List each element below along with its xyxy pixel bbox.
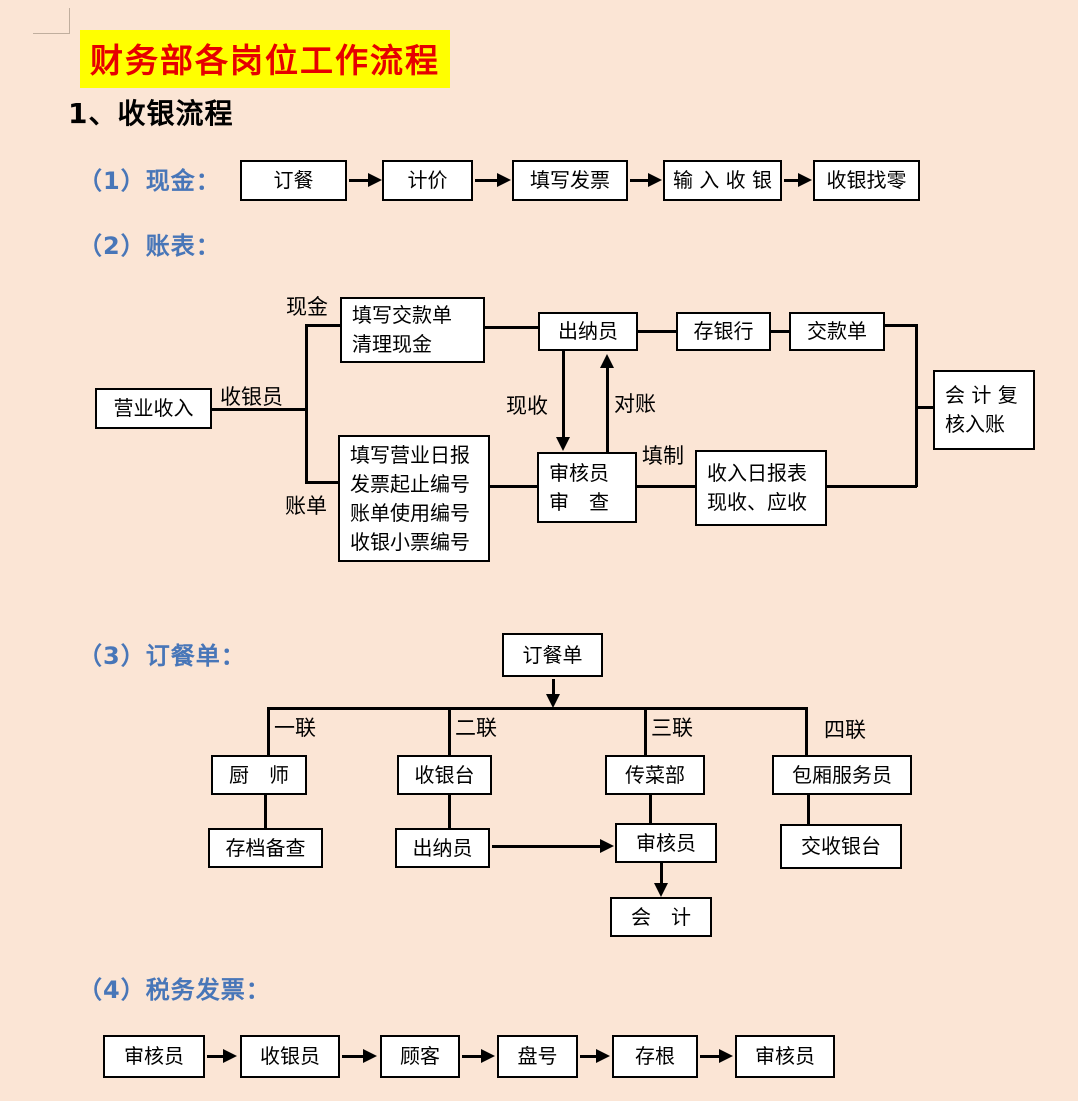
box-food-delivery-dept: 传菜部	[605, 755, 705, 795]
edge-label-bill: 账单	[285, 494, 327, 518]
branch-label-copy4: 四联	[824, 718, 866, 742]
connector	[448, 795, 451, 828]
edge-label-cash-received: 现收	[506, 394, 548, 418]
box-fill-invoice: 填写发票	[512, 160, 628, 201]
connector	[649, 795, 652, 823]
edge-label-cash: 现金	[286, 295, 328, 319]
arrow-up-icon	[600, 354, 614, 368]
box-auditor-tax-2: 审核员	[735, 1035, 835, 1078]
heading-cashier-flow: 1、收银流程	[68, 97, 234, 130]
edge-label-reconcile: 对账	[614, 392, 656, 416]
box-daily-report-numbers: 填写营业日报 发票起止编号 账单使用编号 收银小票编号	[338, 435, 490, 562]
arrow-right-icon	[719, 1049, 733, 1063]
box-count-number: 盘号	[497, 1035, 578, 1078]
connector	[552, 679, 555, 695]
box-accountant-recheck: 会 计 复 核入账	[933, 370, 1035, 450]
connector	[784, 179, 798, 182]
box-order-form-root: 订餐单	[502, 633, 603, 677]
box-file-for-review: 存档备查	[208, 828, 323, 868]
box-payment-slip: 交款单	[789, 312, 885, 351]
box-chef: 厨 师	[211, 755, 307, 795]
box-cashier-tax: 收银员	[240, 1035, 340, 1078]
arrow-right-icon	[798, 173, 812, 187]
box-auditor-tax: 审核员	[103, 1035, 205, 1078]
connector	[580, 1055, 596, 1058]
arrow-right-icon	[497, 173, 511, 187]
box-pricing: 计价	[382, 160, 473, 201]
connector	[305, 324, 340, 327]
arrow-down-icon	[546, 694, 560, 708]
box-stub: 存根	[612, 1035, 698, 1078]
arrow-right-icon	[481, 1049, 495, 1063]
branch-label-copy1: 一联	[274, 716, 316, 740]
section-label-order-form: （3）订餐单：	[78, 642, 246, 670]
box-cashier-desk: 收银台	[397, 755, 492, 795]
connector	[264, 795, 267, 828]
connector	[630, 179, 648, 182]
box-hand-to-cashier-desk: 交收银台	[780, 824, 902, 869]
connector	[660, 863, 663, 884]
margin-crop-mark	[33, 33, 70, 34]
connector	[771, 330, 789, 333]
branch-label-copy2: 二联	[455, 716, 497, 740]
connector	[562, 351, 565, 437]
connector	[349, 179, 369, 182]
box-operating-income: 营业收入	[95, 388, 212, 429]
arrow-right-icon	[368, 173, 382, 187]
box-enter-cashier: 输 入 收 银	[663, 160, 782, 201]
margin-crop-mark	[69, 8, 70, 34]
section-label-accounts: （2）账表：	[78, 232, 221, 260]
arrow-down-icon	[654, 883, 668, 897]
box-auditor-2: 审核员	[615, 823, 717, 863]
connector	[637, 485, 695, 488]
branch-label-copy3: 三联	[651, 716, 693, 740]
connector	[915, 324, 918, 487]
edge-label-prepare: 填制	[642, 444, 684, 468]
connector	[305, 324, 308, 484]
box-cashier-teller: 出纳员	[538, 312, 638, 351]
box-accountant: 会 计	[610, 897, 712, 937]
connector	[638, 330, 676, 333]
connector	[885, 324, 917, 327]
connector	[827, 485, 917, 488]
connector	[462, 1055, 481, 1058]
box-deposit-bank: 存银行	[676, 312, 771, 351]
connector	[267, 707, 808, 710]
arrow-right-icon	[596, 1049, 610, 1063]
connector	[490, 485, 537, 488]
arrow-down-icon	[556, 437, 570, 451]
arrow-right-icon	[600, 839, 614, 853]
box-auditor-review: 审核员 审 查	[537, 452, 637, 523]
section-label-cash: （1）现金：	[78, 167, 221, 195]
connector	[207, 1055, 223, 1058]
arrow-right-icon	[363, 1049, 377, 1063]
connector	[644, 707, 647, 755]
edge-label-cashier: 收银员	[220, 385, 283, 409]
box-customer: 顾客	[380, 1035, 460, 1078]
arrow-right-icon	[223, 1049, 237, 1063]
box-order-meal: 订餐	[240, 160, 347, 201]
connector	[267, 707, 270, 755]
connector	[700, 1055, 719, 1058]
connector	[805, 707, 808, 755]
connector	[807, 795, 810, 824]
box-income-daily-report: 收入日报表 现收、应收	[695, 450, 827, 526]
connector	[492, 845, 600, 848]
connector	[448, 707, 451, 755]
box-room-waiter: 包厢服务员	[772, 755, 912, 795]
connector	[475, 179, 497, 182]
connector	[606, 368, 609, 452]
arrow-right-icon	[648, 173, 662, 187]
box-cashier-teller-2: 出纳员	[395, 828, 490, 868]
box-give-change: 收银找零	[813, 160, 920, 201]
connector	[915, 406, 933, 409]
box-fill-payment-slip: 填写交款单 清理现金	[340, 297, 485, 363]
connector	[212, 408, 307, 411]
page-title: 财务部各岗位工作流程	[80, 30, 450, 88]
connector	[485, 326, 538, 329]
connector	[305, 481, 338, 484]
section-label-tax-invoice: （4）税务发票：	[78, 976, 271, 1004]
connector	[342, 1055, 363, 1058]
